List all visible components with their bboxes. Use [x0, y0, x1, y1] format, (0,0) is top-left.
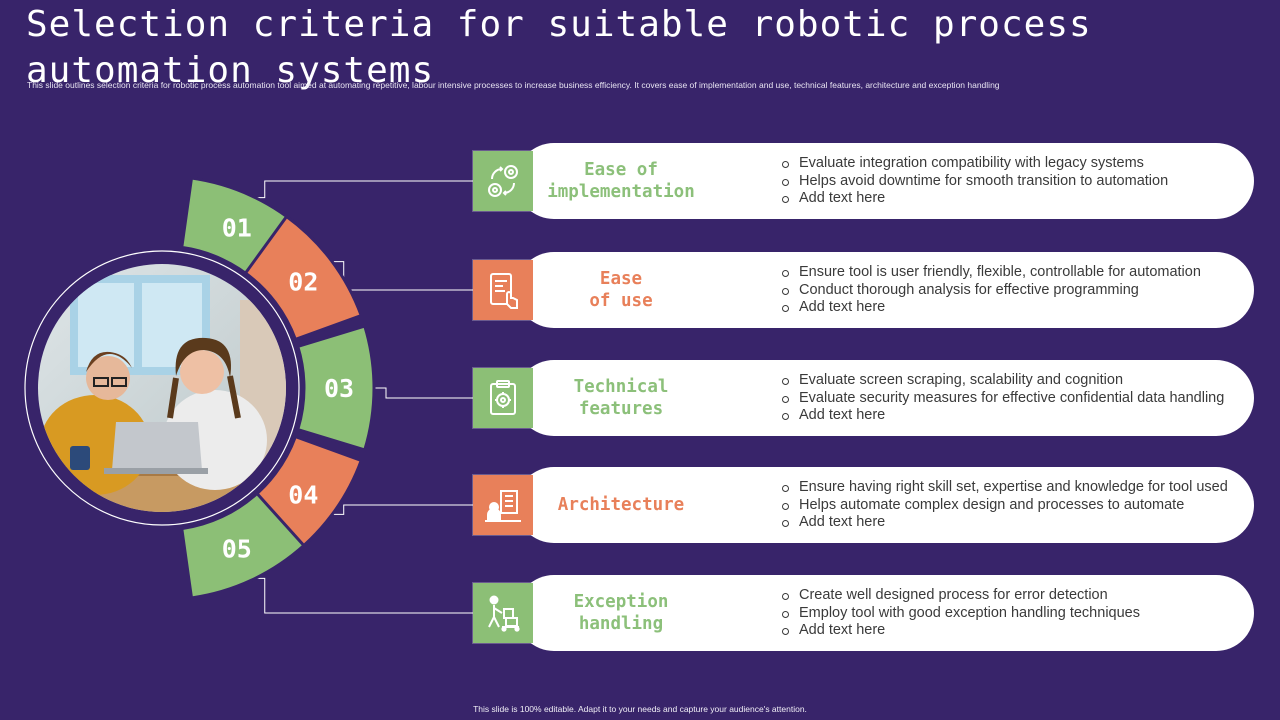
bullet-item: Helps automate complex design and proces…	[780, 497, 1250, 515]
segment-number: 05	[222, 534, 252, 563]
criteria-bullets: Ensure tool is user friendly, flexible, …	[780, 264, 1250, 317]
segment-number: 03	[324, 374, 354, 403]
criteria-bullets: Create well designed process for error d…	[780, 587, 1250, 640]
criteria-title: Ease of use	[589, 269, 653, 311]
connector-line	[329, 504, 473, 515]
wheel-segment	[180, 491, 306, 600]
bullet-item: Conduct thorough analysis for effective …	[780, 282, 1250, 300]
connector-line	[329, 261, 473, 291]
wheel-segments: 01 02 03 04 05	[180, 176, 376, 600]
criteria-bullets: Evaluate screen scraping, scalability an…	[780, 372, 1250, 425]
person-cart-icon	[473, 583, 533, 643]
criteria-card	[516, 252, 1254, 328]
connector-line	[372, 387, 473, 399]
criteria-card	[516, 143, 1254, 219]
bullet-item: Evaluate security measures for effective…	[780, 390, 1250, 408]
bullet-item: Add text here	[780, 407, 1250, 425]
touch-screen-icon	[473, 260, 533, 320]
bullet-item: Evaluate screen scraping, scalability an…	[780, 372, 1250, 390]
bullet-item: Ensure having right skill set, expertise…	[780, 479, 1250, 497]
connector-line	[250, 577, 473, 614]
bullet-item: Evaluate integration compatibility with …	[780, 155, 1250, 173]
wheel-segment	[243, 214, 364, 342]
segment-number: 04	[288, 481, 318, 510]
photo-ring	[24, 250, 300, 526]
segment-number: 02	[288, 267, 318, 296]
bullet-item: Helps avoid downtime for smooth transiti…	[780, 173, 1250, 191]
criteria-card	[516, 360, 1254, 436]
building-worker-icon	[473, 475, 533, 535]
criteria-title: Exception handling	[573, 592, 669, 634]
criteria-title: Technical features	[573, 377, 669, 419]
segment-number: 01	[222, 214, 252, 243]
bullet-item: Add text here	[780, 622, 1250, 640]
clipboard-gear-icon	[473, 368, 533, 428]
wheel-segment	[295, 324, 376, 452]
bullet-item: Create well designed process for error d…	[780, 587, 1250, 605]
bullet-item: Add text here	[780, 514, 1250, 532]
footer-note: This slide is 100% editable. Adapt it to…	[473, 704, 807, 714]
bullet-item: Add text here	[780, 299, 1250, 317]
page-title: Selection criteria for suitable robotic …	[26, 4, 1092, 91]
bullet-item: Employ tool with good exception handling…	[780, 605, 1250, 623]
criteria-title: Ease of implementation	[547, 160, 695, 202]
criteria-card	[516, 467, 1254, 543]
gears-process-icon	[473, 151, 533, 211]
connector-line	[250, 180, 473, 199]
bullet-item: Add text here	[780, 190, 1250, 208]
bullet-item: Ensure tool is user friendly, flexible, …	[780, 264, 1250, 282]
page-subtitle: This slide outlines selection criteria f…	[27, 80, 1000, 90]
photo-two-students-with-laptop	[38, 264, 286, 512]
criteria-bullets: Ensure having right skill set, expertise…	[780, 479, 1250, 532]
criteria-card	[516, 575, 1254, 651]
criteria-title: Architecture	[557, 495, 685, 515]
criteria-bullets: Evaluate integration compatibility with …	[780, 155, 1250, 208]
